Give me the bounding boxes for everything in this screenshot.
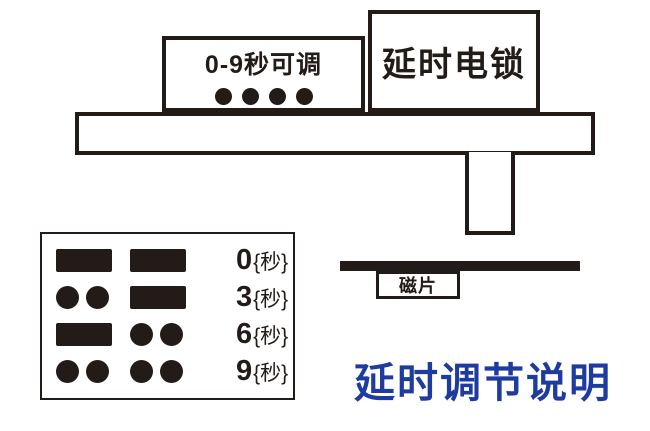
switch-bar-icon — [56, 249, 112, 272]
mounting-rail — [75, 112, 595, 155]
indicator-dot-icon — [241, 88, 259, 105]
switch-bar-icon — [56, 323, 112, 346]
timer-label: 0-9秒可调 — [204, 51, 323, 79]
indicator-dot-icon — [214, 88, 232, 105]
legend-row: 6{秒} — [56, 318, 293, 351]
page-title: 延时调节说明 — [354, 360, 612, 406]
legend-row: 9{秒} — [56, 355, 293, 388]
magnet-label-box: 磁片 — [376, 271, 460, 299]
switch-dots-icon — [130, 360, 186, 383]
switch-bar-shape — [56, 323, 112, 346]
switch-dot-shape — [56, 360, 79, 383]
legend-row: 0{秒} — [56, 244, 293, 277]
switch-dot-shape — [86, 286, 109, 309]
indicator-dot-icon — [268, 88, 286, 105]
legend-label: 0{秒} — [236, 244, 289, 276]
switch-bar-icon — [130, 286, 186, 309]
timer-dots — [166, 88, 361, 105]
switch-bar-shape — [130, 286, 186, 309]
switch-dots-icon — [56, 360, 112, 383]
lock-label: 延时电锁 — [382, 45, 526, 84]
lock-bolt — [465, 152, 515, 235]
legend-rows: 0{秒} 3{秒} 6{秒} 9{秒} — [42, 234, 293, 398]
legend-box: 0{秒} 3{秒} 6{秒} 9{秒} — [40, 232, 295, 400]
magnet-plate-bar — [340, 261, 580, 271]
switch-bar-icon — [130, 249, 186, 272]
switch-dots-icon — [56, 286, 112, 309]
switch-dot-shape — [160, 360, 183, 383]
switch-dot-shape — [56, 286, 79, 309]
switch-dot-shape — [160, 323, 183, 346]
lock-module: 延时电锁 — [368, 10, 540, 112]
switch-dots-icon — [130, 323, 186, 346]
switch-bar-shape — [130, 249, 186, 272]
switch-dot-shape — [130, 323, 153, 346]
legend-row: 3{秒} — [56, 281, 293, 314]
switch-dot-shape — [130, 360, 153, 383]
indicator-dot-icon — [295, 88, 313, 105]
legend-label: 3{秒} — [236, 281, 289, 313]
legend-label: 9{秒} — [236, 355, 289, 387]
switch-dot-shape — [86, 360, 109, 383]
switch-bar-shape — [56, 249, 112, 272]
magnet-label: 磁片 — [399, 276, 437, 296]
legend-label: 6{秒} — [236, 318, 289, 350]
timer-module: 0-9秒可调 — [162, 36, 365, 112]
